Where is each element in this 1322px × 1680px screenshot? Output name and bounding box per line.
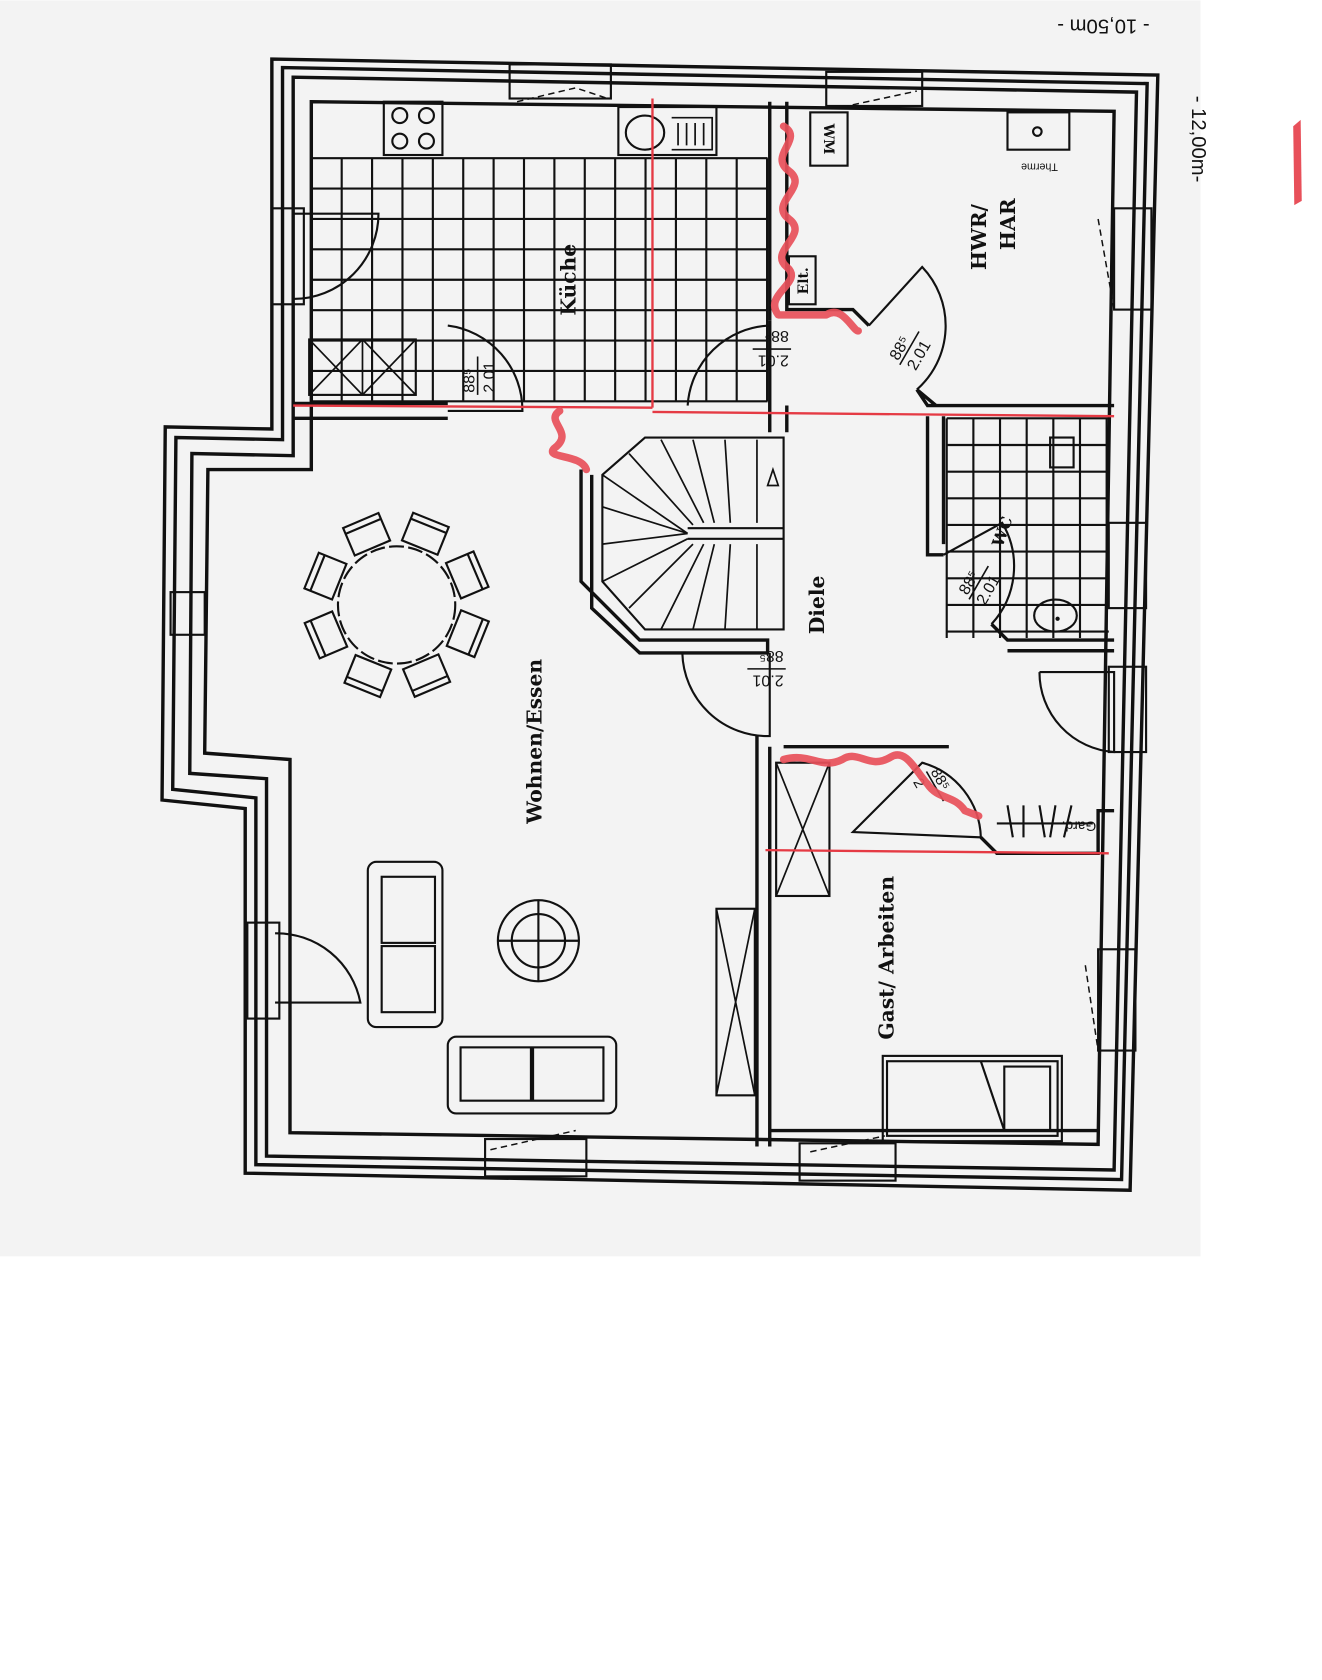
- dining-chair: [444, 550, 490, 600]
- boiler: [1006, 111, 1071, 151]
- kitchen-sink: [617, 105, 718, 157]
- depth-dimension: - 12,00m-: [1187, 96, 1209, 183]
- dining-chair: [303, 551, 348, 601]
- room-label-living: Wohnen/Essen: [523, 659, 547, 825]
- door-width: 88⁵: [759, 647, 783, 664]
- wardrobe-rail: [996, 805, 1093, 838]
- stove: [382, 100, 444, 157]
- fixture-label-therme: Therme: [1021, 161, 1058, 173]
- door-height: 2.01: [758, 351, 789, 368]
- red-wavy-line-kitchen: [548, 407, 591, 474]
- red-markup: [293, 98, 1302, 855]
- cupboard: [715, 907, 756, 1097]
- red-mark: [1293, 119, 1302, 206]
- dining-chair: [341, 511, 392, 557]
- room-label-guest: Gast/ Arbeiten: [874, 876, 898, 1040]
- red-wavy-line-hwr: [771, 122, 862, 335]
- doors: [275, 212, 1116, 1004]
- fixture-label-gard: Gard.: [1062, 818, 1097, 834]
- kitchen-tile-floor: [310, 157, 769, 403]
- dining-chair: [343, 653, 393, 699]
- dining-chair: [303, 610, 349, 660]
- dining-chair: [400, 511, 451, 557]
- room-label-hall: Diele: [805, 576, 829, 635]
- dining-chair: [401, 652, 452, 699]
- door-height: 2.01: [482, 362, 499, 393]
- wc-tile-floor: [945, 417, 1109, 638]
- door-height: 2.01: [752, 671, 783, 688]
- door-width: 88⁵: [461, 368, 478, 392]
- room-label-utility: HWR/: [967, 203, 991, 270]
- red-wavy-line-hall: [779, 751, 983, 820]
- bed: [881, 1054, 1063, 1143]
- exterior-walls: [160, 57, 1160, 1192]
- guest-cupboard: [775, 761, 831, 898]
- door-size-label: 88⁵ 2.01: [461, 356, 499, 395]
- width-dimension: - 10,50m -: [1057, 15, 1149, 37]
- washing-machine: [809, 111, 849, 167]
- fixture-label-wm: WM: [820, 123, 836, 155]
- dining-chair: [445, 608, 491, 659]
- staircase: [601, 436, 785, 631]
- door-size-label: 2.01 88⁵: [752, 327, 792, 368]
- coffee-table: [496, 899, 580, 983]
- door-size-label: 2.01 88⁵: [747, 647, 786, 688]
- kitchen-cabinet: [308, 338, 417, 396]
- red-straight-lines: [293, 98, 1115, 855]
- room-label-kitchen: Küche: [557, 244, 581, 316]
- sofa: [446, 1035, 618, 1115]
- wc-fixtures: [1033, 436, 1078, 633]
- tile-grid: [310, 157, 769, 403]
- windows: [169, 63, 1153, 1182]
- fixture-label-elt: Elt.: [796, 267, 812, 294]
- armchair: [366, 860, 444, 1029]
- dining-table: [303, 511, 491, 699]
- room-label-utility-2: HAR: [996, 198, 1020, 250]
- tile-grid: [945, 417, 1109, 638]
- door-width: 88⁵: [765, 327, 789, 344]
